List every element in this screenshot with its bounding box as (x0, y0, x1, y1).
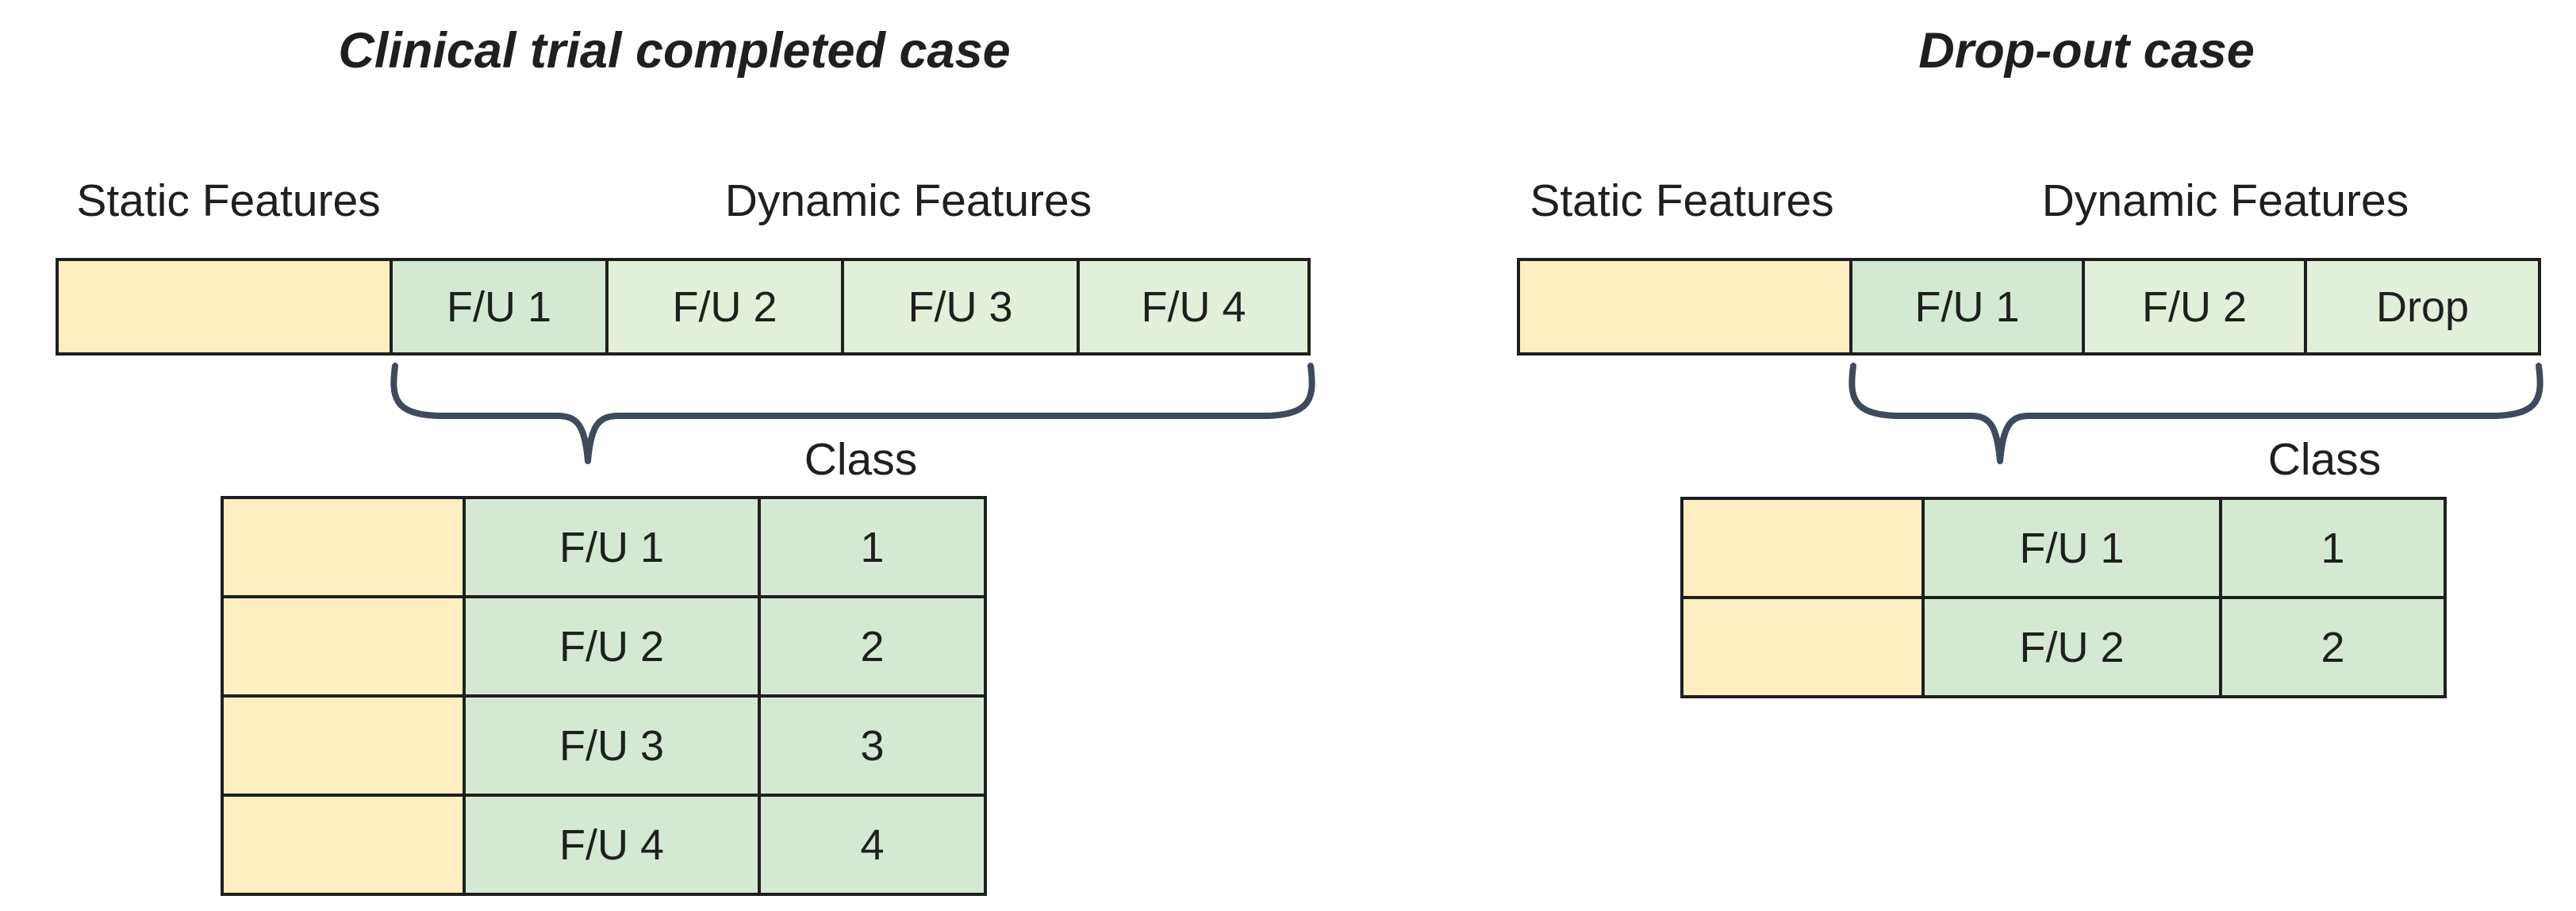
right-row2-static-cell (1680, 596, 1925, 698)
left-static-features-label: Static Features (76, 175, 381, 226)
right-static-features-label: Static Features (1530, 175, 1834, 226)
right-fu2-cell: F/U 2 (2082, 261, 2304, 352)
left-diagram-title: Clinical trial completed case (338, 23, 1011, 79)
left-row1-fu-cell: F/U 1 (463, 496, 761, 598)
left-class-label: Class (804, 434, 918, 485)
right-dynamic-brace (1849, 363, 2543, 464)
right-row1-static-cell (1680, 497, 1925, 599)
right-row1-class-cell: 1 (2219, 497, 2447, 599)
table-row: F/U 3 3 (221, 694, 987, 797)
left-row4-fu-cell: F/U 4 (463, 794, 761, 896)
right-diagram-title: Drop-out case (1918, 23, 2255, 79)
left-row4-class-cell: 4 (758, 794, 987, 896)
table-row: F/U 4 4 (221, 794, 987, 896)
right-row2-fu-cell: F/U 2 (1921, 596, 2222, 698)
left-row2-static-cell (221, 595, 466, 698)
right-dynamic-features-label: Dynamic Features (2041, 175, 2409, 226)
left-row1-class-cell: 1 (758, 496, 987, 598)
right-class-label: Class (2267, 434, 2382, 485)
left-row4-static-cell (221, 794, 466, 896)
right-class-table: F/U 1 1 F/U 2 2 (1680, 497, 2447, 698)
left-class-table: F/U 1 1 F/U 2 2 F/U 3 3 F/U 4 4 (221, 496, 987, 896)
left-fu1-cell: F/U 1 (390, 261, 605, 352)
left-row3-class-cell: 3 (758, 694, 987, 797)
right-fu1-cell: F/U 1 (1849, 261, 2082, 352)
right-static-cell (1520, 261, 1849, 352)
right-row2-class-cell: 2 (2219, 596, 2447, 698)
left-feature-bar: F/U 1 F/U 2 F/U 3 F/U 4 (56, 258, 1311, 356)
right-row1-fu-cell: F/U 1 (1921, 497, 2222, 599)
right-drop-cell: Drop (2304, 261, 2538, 352)
left-static-cell (59, 261, 390, 352)
table-row: F/U 1 1 (1680, 497, 2447, 599)
right-feature-bar: F/U 1 F/U 2 Drop (1517, 258, 2541, 356)
left-fu4-cell: F/U 4 (1077, 261, 1307, 352)
left-row3-static-cell (221, 694, 466, 797)
table-row: F/U 1 1 (221, 496, 987, 598)
left-fu3-cell: F/U 3 (841, 261, 1077, 352)
left-row1-static-cell (221, 496, 466, 598)
table-row: F/U 2 2 (221, 595, 987, 698)
table-row: F/U 2 2 (1680, 596, 2447, 698)
left-row2-class-cell: 2 (758, 595, 987, 698)
left-fu2-cell: F/U 2 (605, 261, 841, 352)
left-row3-fu-cell: F/U 3 (463, 694, 761, 797)
left-row2-fu-cell: F/U 2 (463, 595, 761, 698)
left-dynamic-features-label: Dynamic Features (724, 175, 1092, 226)
